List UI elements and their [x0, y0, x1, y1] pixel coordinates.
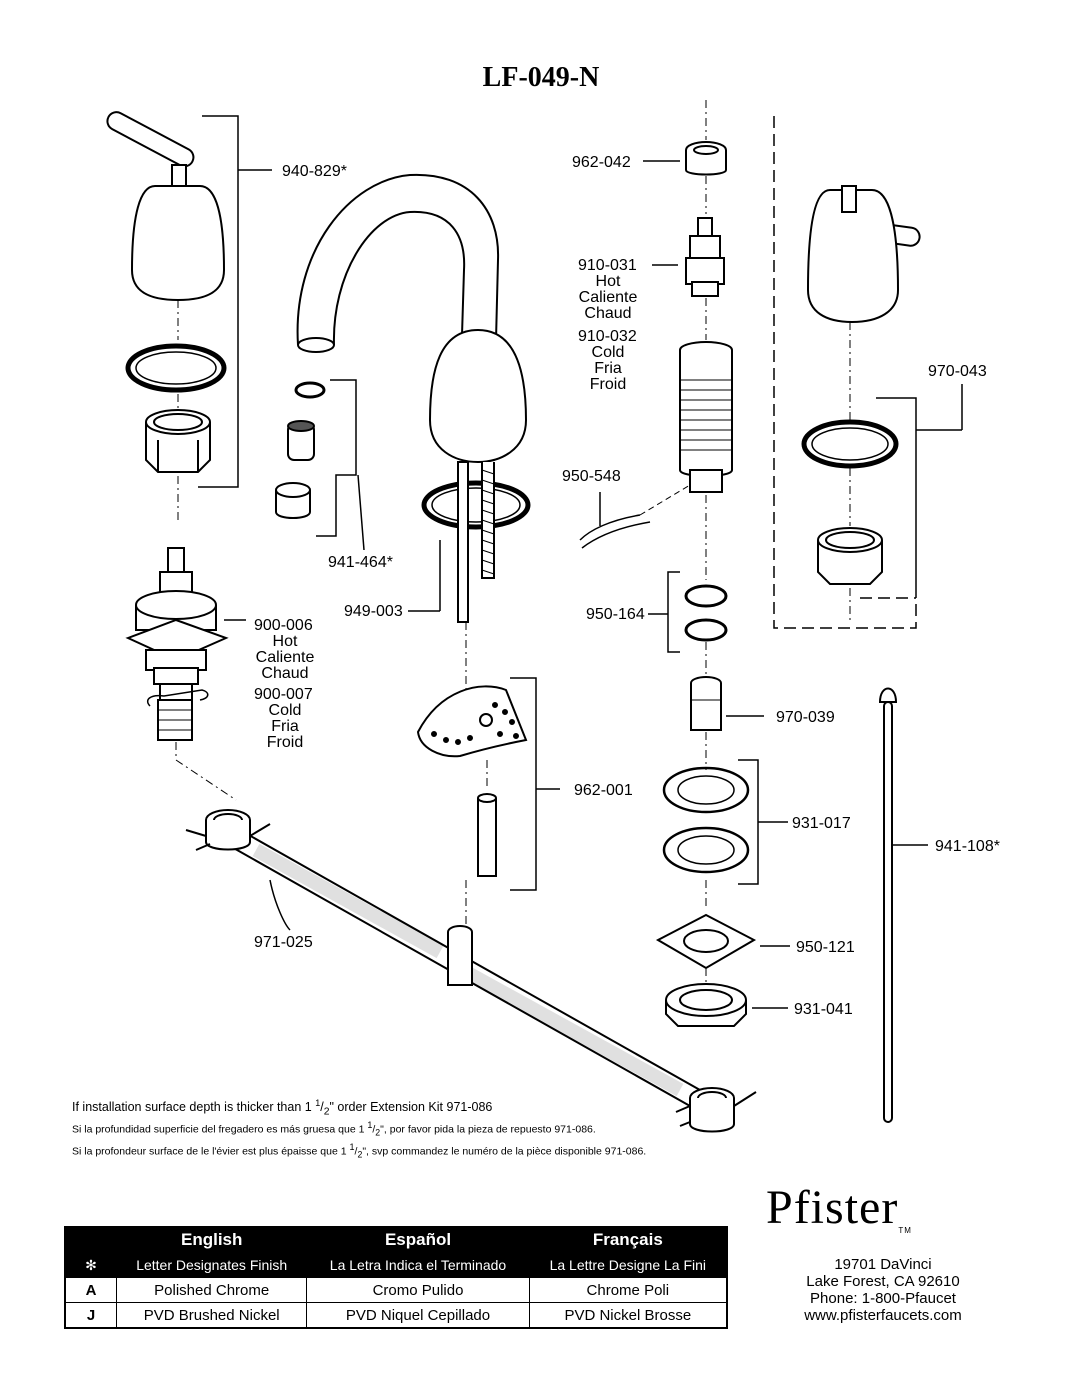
table-header-english: English [115, 1226, 308, 1253]
part-desc: Fria [594, 360, 622, 377]
part-label: 962-001 [574, 782, 633, 799]
part-label: 931-041 [794, 1001, 853, 1018]
address-website: www.pfisterfaucets.com [804, 1307, 962, 1324]
finish-french: PVD Nickel Brosse [528, 1302, 728, 1329]
finish-spanish: Cromo Pulido [306, 1277, 530, 1303]
part-labels: LF-049-N 940-829* 962-042 910-031 Hot Ca… [254, 62, 1000, 1018]
table-subheader: Letter Designates Finish [115, 1252, 308, 1278]
part-desc: Froid [267, 734, 303, 751]
part-label: 971-025 [254, 934, 313, 951]
extension-note-spanish: Si la profundidad superficie del fregade… [72, 1120, 596, 1138]
table-row: J PVD Brushed Nickel PVD Niquel Cepillad… [64, 1302, 728, 1329]
part-label: 950-548 [562, 468, 621, 485]
finish-french: Chrome Poli [528, 1277, 728, 1303]
lock-nut [665, 983, 747, 1027]
right-valve-body [679, 341, 733, 493]
pop-up-rod [878, 687, 898, 1123]
part-label: 910-032 [578, 328, 637, 345]
part-desc: Caliente [579, 289, 638, 306]
brand-name: Pfister [766, 1181, 899, 1234]
part-desc: Caliente [256, 649, 315, 666]
table-subheader: La Lettre Designe La Fini [528, 1252, 728, 1278]
extension-note-english: If installation surface depth is thicker… [72, 1098, 493, 1118]
finish-code: A [64, 1277, 117, 1303]
diagram-title: LF-049-N [483, 62, 600, 93]
part-label: 970-039 [776, 709, 835, 726]
spout-mounting-rods [457, 461, 495, 623]
part-label: 900-007 [254, 686, 313, 703]
part-desc: Cold [269, 702, 302, 719]
spout [296, 173, 528, 464]
washers [662, 766, 750, 874]
brand-logo: PfisterTM [766, 1180, 998, 1235]
part-label: 962-042 [572, 154, 631, 171]
o-rings [684, 584, 728, 642]
part-desc: Fria [271, 718, 299, 735]
hex-coupling [477, 793, 497, 877]
part-desc: Hot [596, 273, 621, 290]
right-top-nut [685, 141, 727, 176]
part-label: 950-121 [796, 939, 855, 956]
extension-note-french: Si la profondeur surface de le l'évier e… [72, 1142, 647, 1160]
address-city: Lake Forest, CA 92610 [806, 1273, 960, 1290]
part-desc: Froid [590, 376, 626, 393]
part-desc: Chaud [584, 305, 631, 322]
part-desc: Hot [273, 633, 298, 650]
finish-spanish: PVD Niquel Cepillado [306, 1302, 530, 1329]
part-label: 949-003 [344, 603, 403, 620]
part-label: 941-464* [328, 554, 393, 571]
finish-table: English Español Français ✻ Letter Design… [64, 1226, 728, 1329]
table-header-row: English Español Français [64, 1226, 728, 1253]
address-street: 19701 DaVinci [834, 1256, 932, 1273]
part-label: 940-829* [282, 163, 347, 180]
part-desc: Cold [592, 344, 625, 361]
table-header-spanish: Español [306, 1226, 530, 1253]
table-header-blank [64, 1226, 117, 1253]
waterway-tubes [185, 809, 757, 1133]
left-bonnet-nut [145, 409, 211, 473]
part-label: 900-006 [254, 617, 313, 634]
table-subheader-row: ✻ Letter Designates Finish La Letra Indi… [64, 1252, 728, 1278]
right-bonnet-nut [817, 527, 883, 585]
finish-english: PVD Brushed Nickel [115, 1302, 308, 1329]
finish-code: J [64, 1302, 117, 1329]
part-label: 931-017 [792, 815, 851, 832]
left-handle [106, 111, 226, 302]
table-header-french: Français [528, 1226, 728, 1253]
left-valve-assembly [125, 547, 229, 741]
part-label: 950-164 [586, 606, 645, 623]
retaining-clip [579, 514, 651, 549]
right-o-ring [801, 419, 899, 469]
right-adapter [690, 676, 722, 731]
table-row: A Polished Chrome Cromo Pulido Chrome Po… [64, 1277, 728, 1303]
trademark: TM [898, 1226, 912, 1235]
left-o-ring [125, 343, 227, 393]
spout-base-ring [421, 480, 531, 530]
address-phone: Phone: 1-800-Pfaucet [810, 1290, 956, 1307]
part-label: 970-043 [928, 363, 987, 380]
aerator-parts [275, 381, 326, 519]
part-desc: Chaud [261, 665, 308, 682]
right-cartridge [685, 217, 725, 297]
part-label: 941-108* [935, 838, 1000, 855]
mounting-plate [416, 685, 528, 758]
finish-english: Polished Chrome [115, 1277, 308, 1303]
company-address: 19701 DaVinci Lake Forest, CA 92610 Phon… [770, 1256, 996, 1324]
asterisk-symbol: ✻ [64, 1252, 117, 1278]
part-label: 910-031 [578, 257, 637, 274]
right-handle [806, 185, 921, 324]
square-gasket [655, 913, 757, 970]
table-subheader: La Letra Indica el Terminado [306, 1252, 530, 1278]
